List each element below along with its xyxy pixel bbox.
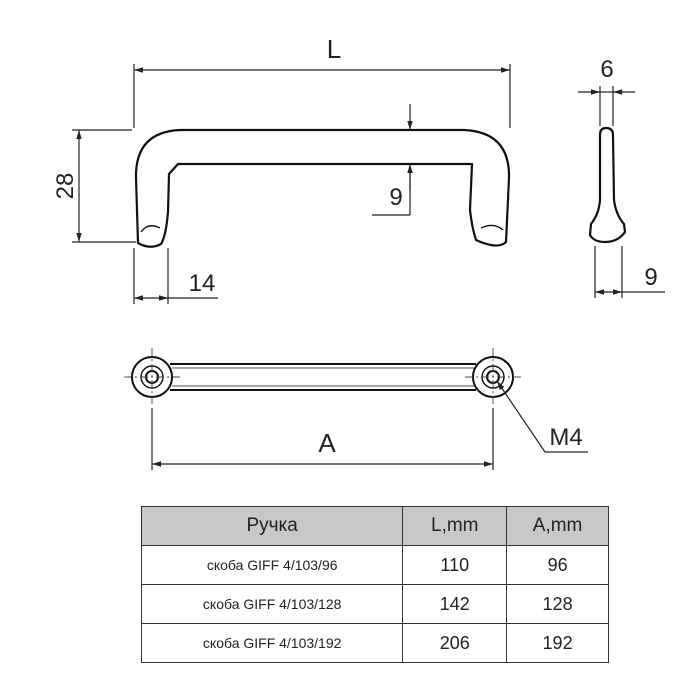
- row-center-distance: 96: [506, 545, 609, 585]
- spec-table: Ручка L,mm A,mm скоба GIFF 4/103/96 110 …: [140, 506, 609, 663]
- row-center-distance: 192: [506, 623, 609, 663]
- dimension-base-width-label: 9: [644, 264, 657, 291]
- row-length: 142: [402, 584, 508, 624]
- handle-front-view: [134, 128, 511, 248]
- handle-side-view: [588, 126, 627, 244]
- row-name: скоба GIFF 4/103/128: [140, 584, 404, 624]
- thread-label: M4: [549, 424, 582, 451]
- row-center-distance: 128: [506, 584, 609, 624]
- row-name: скоба GIFF 4/103/192: [140, 623, 404, 663]
- dimension-grip-gap: [372, 104, 413, 216]
- table-row: скоба GIFF 4/103/96 110 96: [140, 545, 609, 585]
- thread-leader: [496, 380, 588, 453]
- row-length: 206: [402, 623, 508, 663]
- dimension-height-label: 28: [52, 173, 79, 200]
- dimension-thickness-label: 6: [600, 56, 613, 83]
- dimension-leg-width: [133, 248, 218, 304]
- dimension-l: [133, 64, 511, 128]
- table-header-row: Ручка L,mm A,mm: [140, 506, 609, 546]
- table-row: скоба GIFF 4/103/128 142 128: [140, 584, 609, 624]
- header-center-distance: A,mm: [506, 506, 609, 546]
- dimension-center-distance: [151, 408, 494, 470]
- dimension-leg-width-label: 14: [189, 270, 216, 297]
- header-handle: Ручка: [140, 506, 404, 546]
- table-row: скоба GIFF 4/103/192 206 192: [140, 623, 609, 663]
- row-name: скоба GIFF 4/103/96: [140, 545, 404, 585]
- dimension-center-distance-label: A: [318, 428, 336, 458]
- dimension-height: [72, 129, 136, 243]
- dimension-grip-gap-label: 9: [389, 184, 402, 211]
- dimension-l-label: L: [327, 34, 341, 64]
- header-length: L,mm: [402, 506, 508, 546]
- top-view-center-lines: [124, 348, 522, 406]
- handle-top-view: [131, 356, 514, 398]
- dimension-thickness: [578, 86, 635, 126]
- dimension-base-width: [594, 246, 665, 298]
- row-length: 110: [402, 545, 508, 585]
